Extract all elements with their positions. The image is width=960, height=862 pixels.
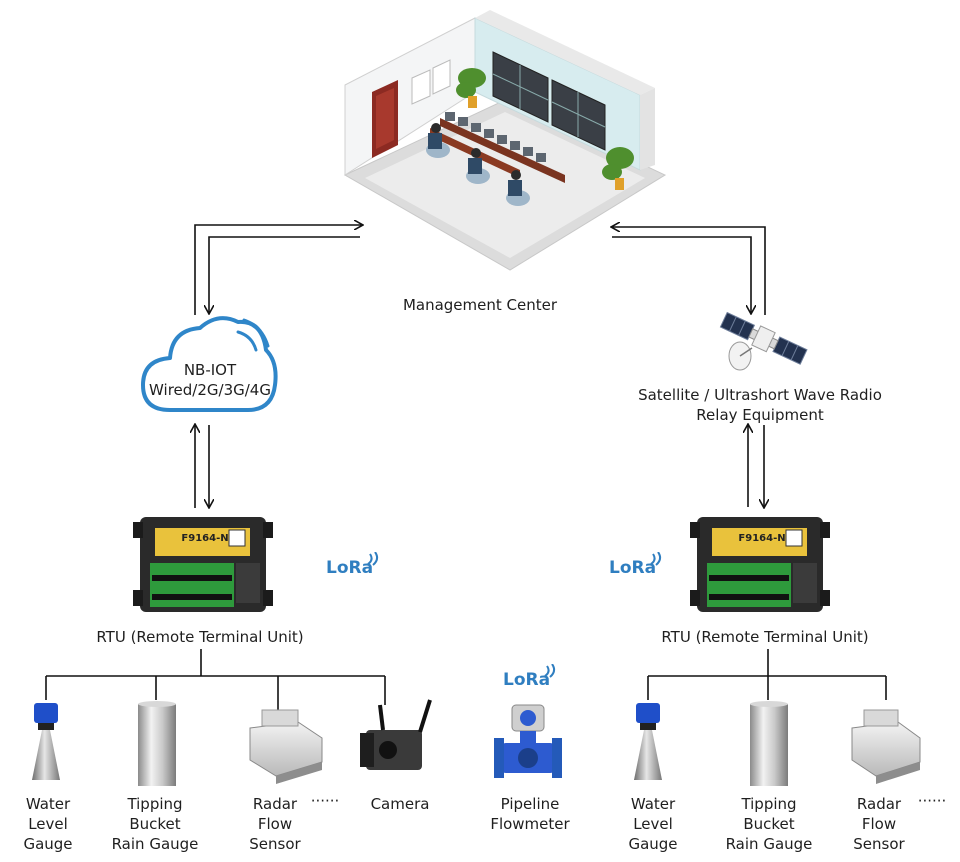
- label-line: Tipping: [741, 795, 797, 813]
- label-line: Sensor: [249, 835, 301, 853]
- ellipsis-left: ······: [310, 792, 340, 810]
- water-level-gauge-left-icon: [32, 703, 60, 780]
- signal-icon: [367, 552, 379, 566]
- label-line: Rain Gauge: [111, 835, 199, 853]
- device-label-camera: Camera: [350, 794, 450, 814]
- label-line: Tipping: [127, 795, 183, 813]
- label-line: Water: [25, 795, 71, 813]
- device-label-pipeline-flowmeter: Pipeline Flowmeter: [470, 794, 590, 834]
- lora-text: LoRa: [609, 558, 657, 578]
- relay-label-line2: Relay Equipment: [696, 406, 824, 424]
- radar-flow-sensor-right-icon: [851, 709, 921, 784]
- network-label-line1: NB-IOT: [183, 361, 237, 379]
- pipeline-flowmeter-icon: [494, 704, 562, 778]
- label-line: Radar: [252, 795, 298, 813]
- device-label-water-level-gauge-right: Water Level Gauge: [605, 794, 701, 854]
- satellite-icon: [719, 311, 808, 371]
- lora-badge-middle: LoRa: [503, 664, 556, 690]
- label-line: Pipeline: [500, 795, 560, 813]
- device-tree-lines: [45, 649, 887, 710]
- relay-label-line1: Satellite / Ultrashort Wave Radio: [638, 386, 882, 404]
- label-line: Radar: [856, 795, 902, 813]
- lora-text: LoRa: [503, 670, 551, 690]
- rtu-left-device: [133, 517, 273, 612]
- label-line: Flow: [257, 815, 293, 833]
- cloud-icon: [141, 316, 278, 412]
- signal-icon: [544, 664, 556, 678]
- rtu-right-device: [690, 517, 830, 612]
- rtu-right-label: RTU (Remote Terminal Unit): [661, 628, 869, 646]
- rtu-left-model: F9164-N: [181, 533, 229, 544]
- label-line: Level: [633, 815, 673, 833]
- rtu-right-model: F9164-N: [738, 533, 786, 544]
- label-line: Bucket: [129, 815, 181, 833]
- label-line: Flowmeter: [490, 815, 570, 833]
- device-label-radar-flow-sensor-left: Radar Flow Sensor: [230, 794, 320, 854]
- label-line: Camera: [370, 795, 430, 813]
- signal-icon: [650, 552, 662, 566]
- radar-flow-sensor-left-icon: [249, 709, 323, 784]
- management-center-label: Management Center: [402, 296, 558, 314]
- label-line: Level: [28, 815, 68, 833]
- network-label-line2: Wired/2G/3G/4G: [149, 381, 271, 399]
- lora-badge-right: LoRa: [609, 552, 662, 578]
- device-label-rain-gauge-left: Tipping Bucket Rain Gauge: [100, 794, 210, 854]
- rain-gauge-left-icon: [138, 701, 176, 786]
- rain-gauge-right-icon: [750, 701, 788, 786]
- label-line: Sensor: [853, 835, 905, 853]
- label-line: Flow: [861, 815, 897, 833]
- lora-text: LoRa: [326, 558, 374, 578]
- lora-badge-left: LoRa: [326, 552, 379, 578]
- label-line: Gauge: [628, 835, 678, 853]
- label-line: Bucket: [743, 815, 795, 833]
- label-line: Water: [630, 795, 676, 813]
- label-line: Rain Gauge: [725, 835, 813, 853]
- device-label-water-level-gauge-left: Water Level Gauge: [0, 794, 96, 854]
- connection-lines: [195, 225, 765, 508]
- management-center-illustration: [343, 10, 667, 271]
- ellipsis-right: ······: [917, 792, 947, 810]
- rtu-left-label: RTU (Remote Terminal Unit): [96, 628, 304, 646]
- device-label-radar-flow-sensor-right: Radar Flow Sensor: [834, 794, 924, 854]
- label-line: Gauge: [23, 835, 73, 853]
- device-label-rain-gauge-right: Tipping Bucket Rain Gauge: [712, 794, 826, 854]
- water-level-gauge-right-icon: [634, 703, 662, 780]
- camera-icon: [360, 699, 432, 770]
